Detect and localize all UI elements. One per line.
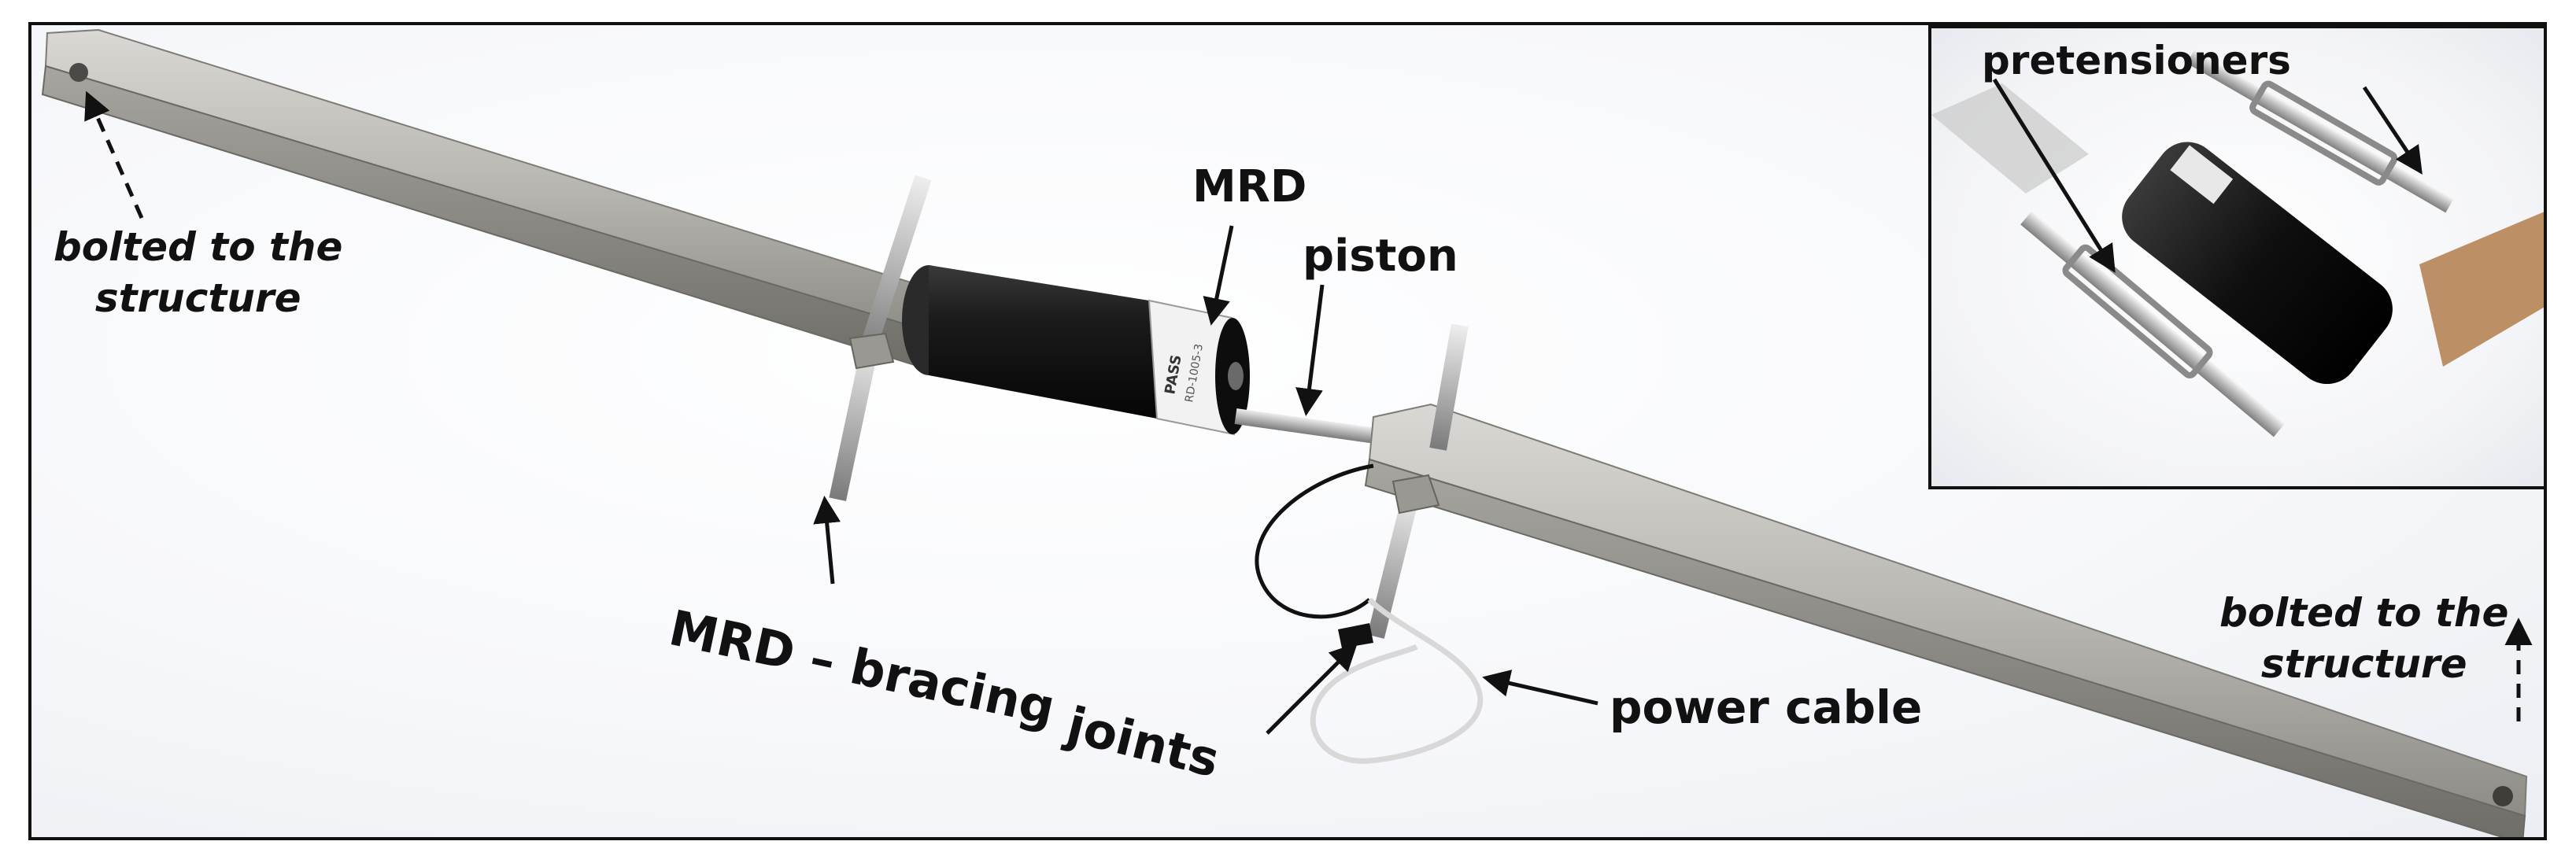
piston-rod <box>1234 408 1385 445</box>
left-bolt-hole <box>69 63 88 82</box>
left-joint-bolt <box>829 175 932 501</box>
pretensioner-arrow-right <box>2362 86 2423 175</box>
pretensioner-left <box>2020 211 2286 437</box>
joint-arrow-left <box>813 496 841 585</box>
right-bracing-tube <box>1364 403 2528 837</box>
power-cable-arrow <box>1482 670 1598 706</box>
power-cable <box>1255 463 1484 764</box>
piston-arrow <box>1295 284 1325 416</box>
left-bracing-tube <box>41 28 958 373</box>
left-mount-label: bolted to the structure <box>54 224 343 321</box>
mrd-arrow <box>1203 225 1234 326</box>
inset-damper-body <box>2122 142 2393 385</box>
mrd-brace-photo: PASS RD-1005-3 <box>41 28 2533 837</box>
right-bolt-hole <box>2493 786 2513 806</box>
annotation-arrows <box>84 90 2533 735</box>
photo-frame: PASS RD-1005-3 <box>28 22 2547 840</box>
mr-damper: PASS RD-1005-3 <box>902 265 1250 436</box>
right-mount-label: bolted to the structure <box>2219 590 2509 687</box>
pretensioners-inset: pretensioners <box>1928 25 2544 489</box>
power-cable-label: power cable <box>1610 681 1923 734</box>
mrd-label: MRD <box>1192 161 1307 212</box>
pretensioners-label: pretensioners <box>1982 38 2291 83</box>
inset-photo <box>1931 50 2544 437</box>
joint-arrow-right <box>1266 643 1358 735</box>
piston-label: piston <box>1303 231 1458 282</box>
pretensioner-right <box>2186 50 2454 213</box>
right-joint-bolt <box>1367 323 1469 639</box>
pretensioner-arrow-left <box>1992 78 2116 273</box>
